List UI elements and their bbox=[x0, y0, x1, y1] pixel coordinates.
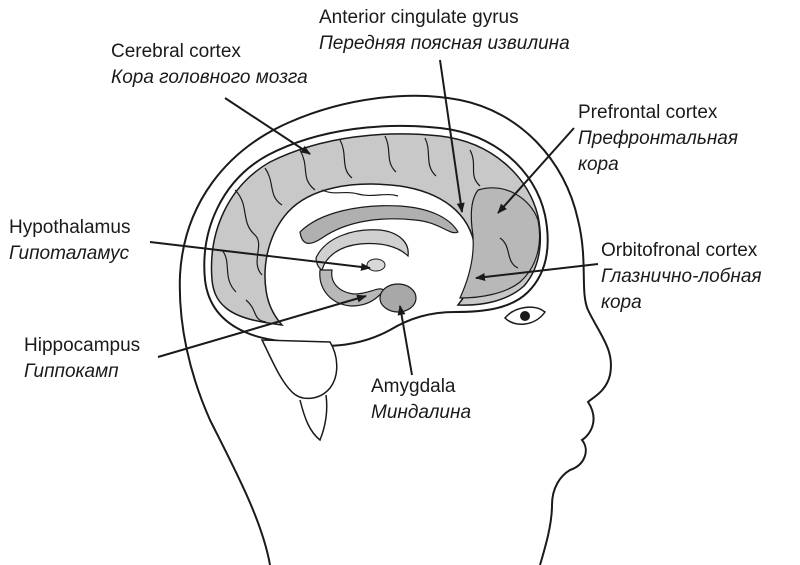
label-hippocampus: Hippocampus Гиппокамп bbox=[24, 333, 140, 385]
label-prefrontal-ru-1: Префронтальная bbox=[578, 128, 738, 149]
label-hypothalamus-ru: Гипоталамус bbox=[9, 243, 130, 264]
label-amygdala: Amygdala Миндалина bbox=[371, 374, 471, 426]
label-anterior-cingulate-ru: Передняя поясная извилина bbox=[319, 33, 570, 54]
arrow-hippocampus bbox=[157, 294, 367, 358]
brainstem bbox=[299, 394, 328, 442]
label-cerebral-cortex-ru: Кора головного мозга bbox=[111, 67, 308, 88]
label-anterior-cingulate-en: Anterior cingulate gyrus bbox=[319, 7, 519, 28]
label-cerebral-cortex-en: Cerebral cortex bbox=[111, 41, 241, 62]
arrow-orbitofrontal bbox=[475, 263, 599, 281]
label-hypothalamus: Hypothalamus Гипоталамус bbox=[9, 215, 130, 267]
arrow-amygdala bbox=[397, 305, 413, 376]
label-hypothalamus-en: Hypothalamus bbox=[9, 217, 131, 238]
label-orbitofrontal: Orbitofronal cortex Глазнично-лобная кор… bbox=[601, 238, 762, 316]
label-hippocampus-ru: Гиппокамп bbox=[24, 361, 119, 382]
arrow-cerebral-cortex bbox=[224, 97, 311, 155]
label-amygdala-ru: Миндалина bbox=[371, 402, 472, 423]
label-prefrontal-en: Prefrontal cortex bbox=[578, 102, 718, 123]
label-cerebral-cortex: Cerebral cortex Кора головного мозга bbox=[111, 39, 308, 91]
label-prefrontal: Prefrontal cortex Префронтальная кора bbox=[578, 100, 738, 178]
arrow-hypothalamus bbox=[149, 241, 371, 271]
label-orbitofrontal-en: Orbitofronal cortex bbox=[601, 240, 758, 261]
label-prefrontal-ru-2: кора bbox=[578, 154, 619, 175]
amygdala-region bbox=[379, 283, 417, 313]
prefrontal-region bbox=[459, 187, 541, 299]
label-orbitofrontal-ru-1: Глазнично-лобная bbox=[601, 266, 762, 287]
cingulate-region bbox=[299, 205, 459, 244]
label-anterior-cingulate: Anterior cingulate gyrus Передняя поясна… bbox=[319, 5, 570, 57]
arrow-anterior-cingulate bbox=[439, 59, 465, 213]
head-outline bbox=[178, 94, 612, 565]
arrow-prefrontal bbox=[497, 127, 575, 214]
eye bbox=[503, 306, 547, 325]
label-amygdala-en: Amygdala bbox=[371, 376, 456, 397]
hypothalamus-region bbox=[366, 258, 386, 272]
label-orbitofrontal-ru-2: кора bbox=[601, 292, 642, 313]
label-hippocampus-en: Hippocampus bbox=[24, 335, 141, 356]
cerebellum bbox=[260, 339, 338, 400]
